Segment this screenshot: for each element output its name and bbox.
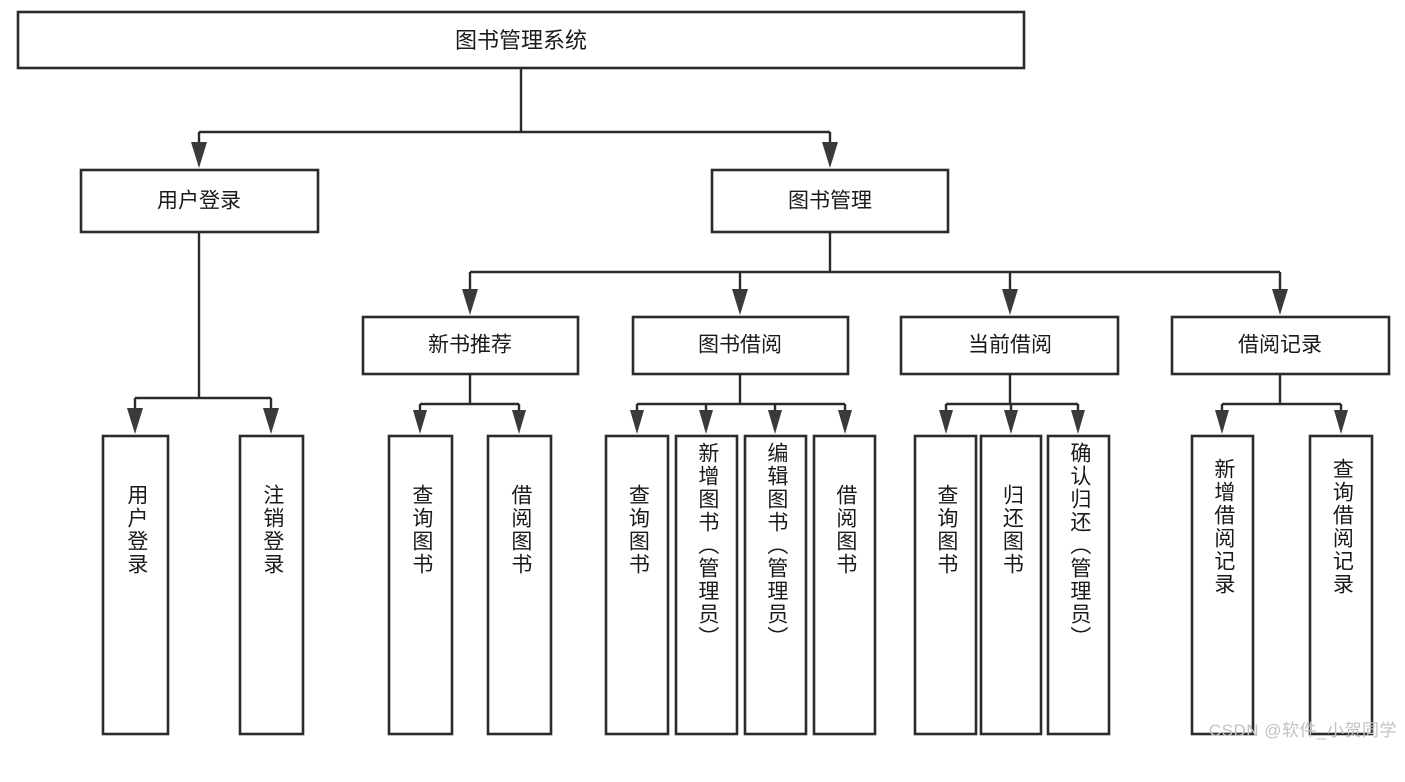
node-box-leaf-borrow-book-1[interactable] <box>486 434 553 736</box>
arrow-head-leaf-user-login <box>127 408 143 434</box>
node-box-leaf-borrow-book-2[interactable] <box>812 434 877 736</box>
node-box-leaf-return-book[interactable] <box>979 434 1043 736</box>
arrow-head-leaf-query-book-1 <box>413 410 427 434</box>
arrow-head-borrow-record <box>1272 289 1288 315</box>
node-box-leaf-confirm-return[interactable] <box>1046 434 1111 736</box>
node-box-new-book-recommend[interactable] <box>361 315 580 376</box>
arrow-head-leaf-return-book <box>1004 410 1018 434</box>
node-box-leaf-user-login[interactable] <box>101 434 170 736</box>
node-label-book-management: 图书管理 <box>788 190 872 213</box>
arrow-head-current-borrow <box>1002 289 1018 315</box>
book-management-system-tree-diagram: 图书管理系统 用户登录 图书管理 新书推荐 图书借阅 当前借阅 借阅记录 <box>16 10 1391 736</box>
node-label-new-book-recommend: 新书推荐 <box>428 334 512 357</box>
arrow-head-leaf-add-record <box>1215 410 1229 434</box>
node-box-leaf-query-book-3[interactable] <box>913 434 978 736</box>
arrow-head-new-book-recommend <box>462 289 478 315</box>
arrow-head-leaf-borrow-book-2 <box>838 410 852 434</box>
node-label-root: 图书管理系统 <box>455 28 587 53</box>
node-box-book-management[interactable] <box>710 168 950 234</box>
arrow-head-leaf-query-book-2 <box>630 410 644 434</box>
arrow-head-user-login <box>191 142 207 168</box>
diagram-canvas-container: 图书管理系统 用户登录 图书管理 新书推荐 图书借阅 当前借阅 借阅记录 <box>16 10 1397 740</box>
node-box-root[interactable] <box>16 10 1026 70</box>
node-label-current-borrow: 当前借阅 <box>968 334 1052 357</box>
arrow-head-leaf-logout <box>263 408 279 434</box>
node-box-borrow-record[interactable] <box>1170 315 1391 376</box>
node-box-book-borrow[interactable] <box>631 315 850 376</box>
arrow-head-book-management <box>822 142 838 168</box>
node-layer: 图书管理系统 用户登录 图书管理 新书推荐 图书借阅 当前借阅 借阅记录 <box>16 10 1391 736</box>
connector-layer <box>127 68 1348 434</box>
arrow-head-leaf-edit-book <box>768 410 782 434</box>
node-box-leaf-query-book-2[interactable] <box>604 434 670 736</box>
node-box-leaf-edit-book[interactable] <box>743 434 808 736</box>
node-box-leaf-add-book[interactable] <box>674 434 739 736</box>
node-box-current-borrow[interactable] <box>899 315 1120 376</box>
node-box-leaf-query-record[interactable] <box>1308 434 1374 736</box>
arrow-head-leaf-borrow-book-1 <box>512 410 526 434</box>
node-box-leaf-add-record[interactable] <box>1190 434 1255 736</box>
arrow-head-leaf-add-book <box>699 410 713 434</box>
arrow-head-leaf-query-book-3 <box>939 410 953 434</box>
node-label-borrow-record: 借阅记录 <box>1238 334 1322 357</box>
node-box-leaf-logout[interactable] <box>238 434 305 736</box>
csdn-watermark: CSDN @软件_小贺同学 <box>1208 721 1397 740</box>
node-label-book-borrow: 图书借阅 <box>698 334 782 357</box>
node-box-leaf-query-book-1[interactable] <box>387 434 454 736</box>
arrow-head-book-borrow <box>732 289 748 315</box>
node-label-user-login: 用户登录 <box>157 190 241 213</box>
arrow-head-leaf-confirm-return <box>1071 410 1085 434</box>
node-box-user-login[interactable] <box>79 168 320 234</box>
arrow-head-leaf-query-record <box>1334 410 1348 434</box>
